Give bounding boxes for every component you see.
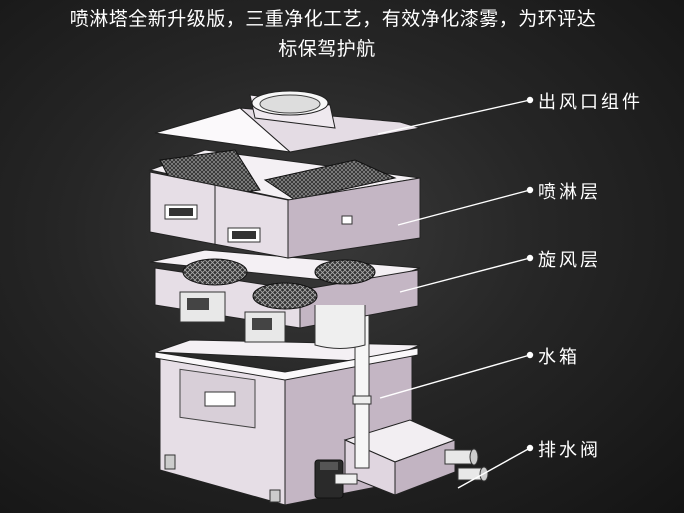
- callout-outlet: 出风口组件: [538, 92, 643, 113]
- headline: 喷淋塔全新升级版，三重净化工艺，有效净化漆雾，为环评达 标保驾护航: [0, 4, 684, 64]
- callout-tank: 水箱: [538, 347, 580, 368]
- spray-layer: [148, 149, 421, 259]
- cyclone-layer: [149, 249, 421, 349]
- headline-line-1: 喷淋塔全新升级版，三重净化工艺，有效净化漆雾，为环评达: [69, 8, 597, 30]
- outlet-assembly: [154, 90, 421, 153]
- leader-lines: [377, 96, 534, 489]
- headline-line-2: 标保驾护航: [278, 38, 376, 60]
- callout-drain: 排水阀: [538, 440, 601, 461]
- callout-spray: 喷淋层: [538, 182, 601, 203]
- callout-cyclone: 旋风层: [538, 250, 601, 271]
